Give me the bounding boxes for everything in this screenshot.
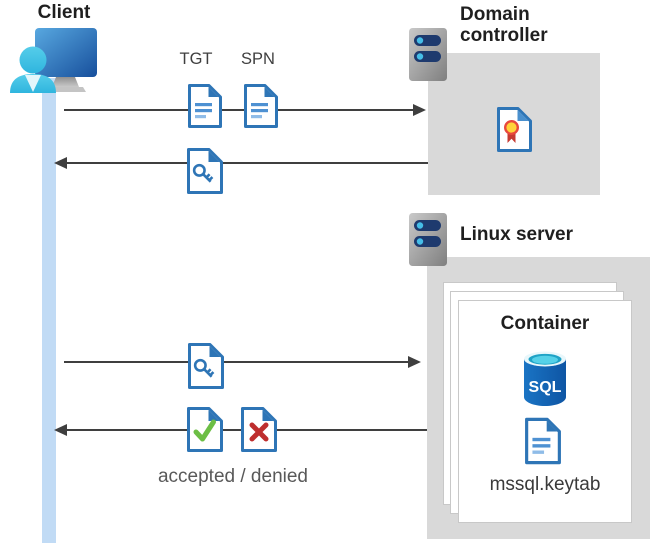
- accepted-document-icon: [187, 407, 223, 452]
- arrowhead-right-icon: [408, 356, 421, 368]
- user-icon: [10, 46, 56, 93]
- accepted-denied-label: accepted / denied: [157, 466, 308, 487]
- server-icon: [409, 213, 447, 266]
- arrowhead-left-icon: [54, 157, 67, 169]
- sql-database-icon: SQL: [524, 351, 566, 406]
- domain-controller-label: Domain controller: [460, 4, 548, 46]
- client-device-icon: [10, 28, 97, 93]
- keytab-document-icon: [525, 417, 561, 465]
- tgt-document-icon: [188, 84, 222, 128]
- key-document-icon: [187, 148, 223, 194]
- arrowhead-right-icon: [413, 104, 426, 116]
- container-card: [458, 300, 632, 523]
- client-label: Client: [37, 2, 91, 23]
- denied-document-icon: [241, 407, 277, 452]
- certificate-icon: [497, 107, 532, 152]
- arrow-client-to-linux: [64, 361, 408, 363]
- spn-label: SPN: [241, 50, 275, 68]
- spn-document-icon: [244, 84, 278, 128]
- arrow-client-to-dc: [64, 109, 414, 111]
- container-label: Container: [500, 313, 590, 334]
- client-lifeline: [42, 78, 56, 543]
- key-document-icon: [188, 343, 224, 389]
- arrow-dc-to-client: [67, 162, 428, 164]
- keytab-label: mssql.keytab: [489, 474, 601, 495]
- tgt-label: TGT: [179, 50, 213, 68]
- server-icon: [409, 28, 447, 81]
- linux-server-label: Linux server: [460, 224, 573, 245]
- sql-badge-label: SQL: [529, 379, 562, 396]
- arrowhead-left-icon: [54, 424, 67, 436]
